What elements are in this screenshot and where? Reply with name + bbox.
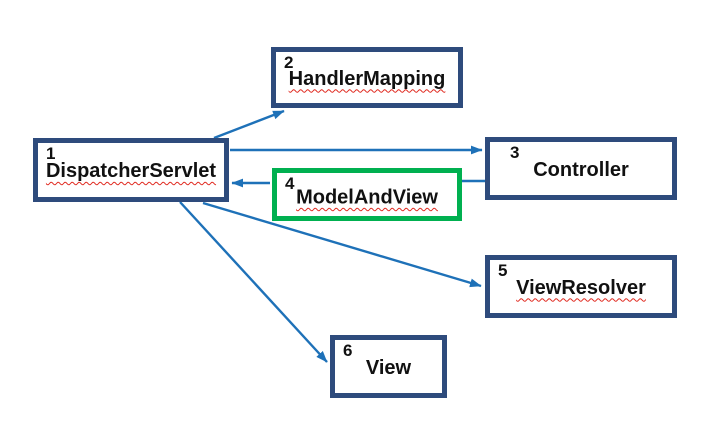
box-label: DispatcherServlet: [45, 159, 217, 182]
box-number: 5: [498, 261, 508, 280]
box-number: 3: [510, 143, 520, 162]
box-view: 6 View: [330, 335, 447, 398]
box-handler-mapping: 2 HandlerMapping: [271, 47, 463, 108]
box-model-and-view: 4 ModelAndView: [272, 168, 462, 221]
box-dispatcher-servlet: 1 DispatcherServlet: [33, 138, 229, 202]
arrow-dispatcher-to-handlermapping: [213, 109, 285, 140]
box-number: 6: [343, 341, 353, 360]
box-view-resolver: 5 ViewResolver: [485, 255, 677, 318]
arrow-dispatcher-to-view: [179, 201, 328, 363]
box-number: 2: [284, 53, 294, 72]
box-label: ModelAndView: [296, 186, 438, 208]
box-label: ViewResolver: [516, 276, 646, 299]
box-number: 1: [46, 144, 56, 163]
box-number: 4: [285, 174, 295, 193]
box-controller: 3 Controller: [485, 137, 677, 200]
box-label: Controller: [533, 158, 629, 181]
box-label: View: [365, 356, 412, 379]
box-label: HandlerMapping: [288, 67, 446, 90]
arrow-dispatcher-to-viewresolver: [202, 201, 482, 288]
